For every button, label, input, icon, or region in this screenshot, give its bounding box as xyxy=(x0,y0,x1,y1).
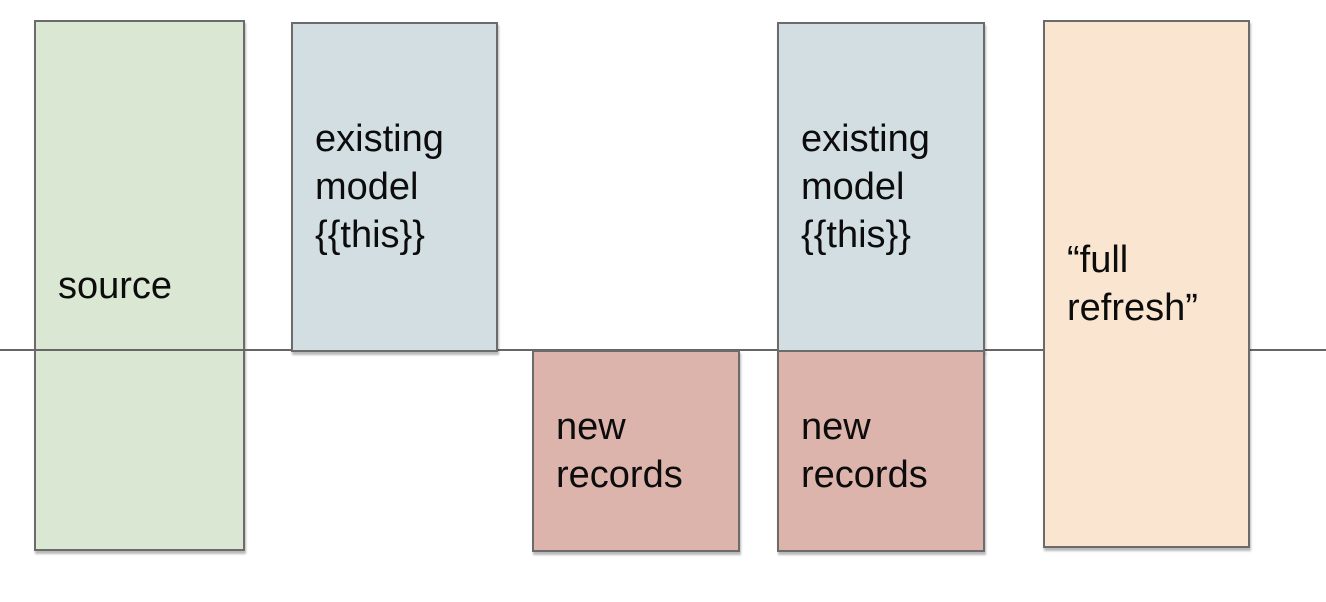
new-records-box-2: new records xyxy=(777,350,985,552)
full-refresh-box-label: “full refresh” xyxy=(1067,239,1198,329)
new-records-box-1-label: new records xyxy=(556,406,683,496)
new-records-box-1: new records xyxy=(532,350,740,552)
existing-model-box-2: existing model {{this}} xyxy=(777,22,985,352)
existing-model-box-1-label: existing model {{this}} xyxy=(315,118,444,256)
existing-model-box-1: existing model {{this}} xyxy=(291,22,498,352)
full-refresh-box: “full refresh” xyxy=(1043,20,1250,548)
existing-model-box-2-label: existing model {{this}} xyxy=(801,118,930,256)
new-records-box-2-label: new records xyxy=(801,406,928,496)
source-box-label: source xyxy=(58,264,173,307)
source-box: source xyxy=(34,20,245,551)
